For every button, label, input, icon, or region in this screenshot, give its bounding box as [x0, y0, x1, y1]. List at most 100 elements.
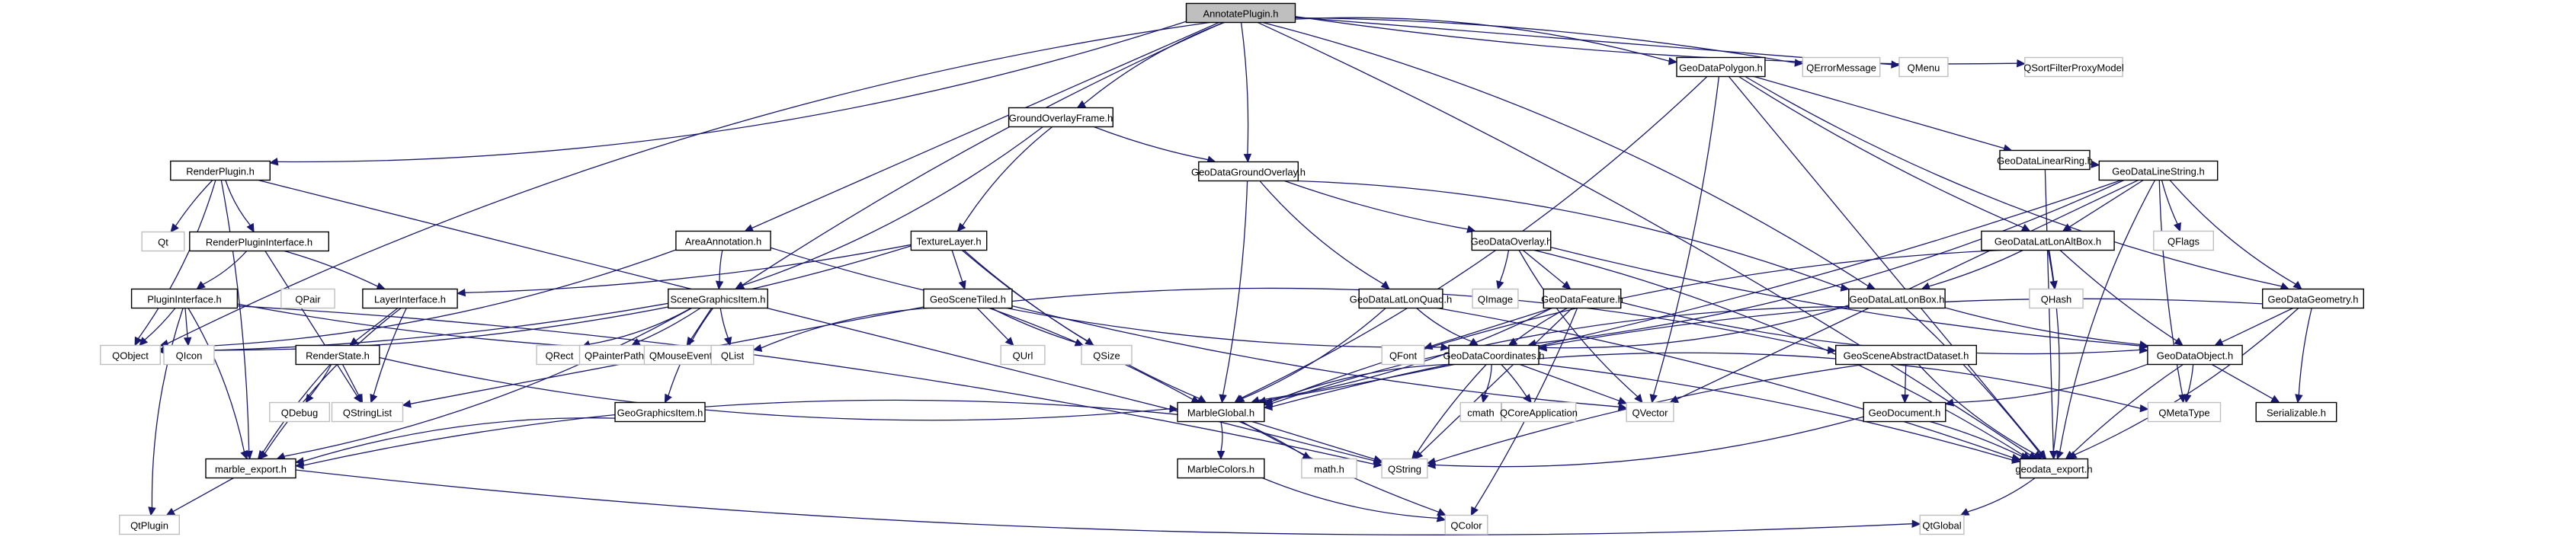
arrowhead-qcolor [1436, 514, 1447, 522]
arrowhead-ground-overlay-frame [1076, 100, 1087, 109]
arrowhead-geo-data-object [2139, 346, 2149, 354]
node-marble-colors[interactable]: MarbleColors.h [1177, 458, 1265, 479]
node-box [1358, 288, 1443, 309]
edge-geo-data-lat-lon-alt-box-to-geo-data-object [2059, 250, 2177, 341]
edge-geo-scene-tiled-to-qurl [976, 308, 1009, 340]
node-render-plugin[interactable]: RenderPlugin.h [170, 160, 271, 181]
node-qerror-message: QErrorMessage [1802, 56, 1881, 78]
node-box [1177, 458, 1265, 479]
arrowhead-geodata-export [2033, 450, 2043, 460]
node-box [1999, 149, 2091, 171]
node-label: GeoDataGroundOverlay.h [1191, 167, 1306, 178]
node-serializable[interactable]: Serializable.h [2255, 401, 2337, 423]
arrowhead-geo-data-object [2139, 340, 2149, 349]
arrowhead-geo-data-geometry [2280, 282, 2290, 290]
node-box [2024, 56, 2123, 78]
node-geo-data-coordinates[interactable]: GeoDataCoordinates.h [1443, 344, 1545, 366]
node-geo-scene-abstract-dataset[interactable]: GeoSceneAbstractDataset.h [1834, 344, 1977, 366]
edge-annotate-plugin-to-scene-graphics-item [742, 21, 1224, 286]
arrowhead-scene-graphics-item [735, 281, 745, 290]
node-qfont: QFont [1381, 344, 1425, 366]
edge-geo-data-lat-lon-box-to-marble-global [1271, 305, 1849, 404]
arrowhead-marble-global [1219, 394, 1227, 404]
node-layer-interface[interactable]: LayerInterface.h [362, 288, 458, 309]
node-marble-global[interactable]: MarbleGlobal.h [1177, 401, 1265, 423]
edge-geo-scene-abstract-dataset-to-geo-document [1904, 364, 1907, 395]
node-geo-data-lat-lon-alt-box[interactable]: GeoDataLatLonAltBox.h [1981, 230, 2115, 251]
edge-geo-data-coordinates-to-qvector [1519, 363, 1620, 401]
edge-plugin-interface-to-qobject [144, 308, 176, 340]
arrowhead-qvector [1617, 402, 1628, 411]
node-box [1008, 107, 1113, 128]
arrowhead-qvector [1669, 395, 1680, 404]
node-box [189, 231, 330, 252]
node-label: RenderPlugin.h [186, 166, 255, 177]
node-render-plugin-interface[interactable]: RenderPluginInterface.h [189, 231, 330, 252]
edge-geo-data-ground-overlay-to-geo-data-lat-lon-quad [1259, 181, 1384, 285]
node-geo-data-ground-overlay[interactable]: GeoDataGroundOverlay.h [1191, 161, 1306, 182]
node-geo-data-lat-lon-quad[interactable]: GeoDataLatLonQuad.h [1350, 288, 1452, 309]
node-box [1459, 401, 1502, 423]
node-geo-graphics-item[interactable]: GeoGraphicsItem.h [614, 401, 706, 423]
node-geo-scene-tiled[interactable]: GeoSceneTiled.h [923, 288, 1013, 309]
node-label: QCoreApplication [1500, 407, 1578, 419]
node-box [675, 230, 771, 251]
node-box [2153, 230, 2215, 251]
node-geo-data-feature[interactable]: GeoDataFeature.h [1541, 288, 1623, 309]
node-box [1802, 56, 1881, 78]
node-label: marble_export.h [215, 464, 287, 475]
node-geo-data-overlay[interactable]: GeoDataOverlay.h [1471, 230, 1552, 251]
node-label: QtGlobal [1922, 520, 1961, 532]
node-qcolor: QColor [1444, 514, 1488, 535]
arrowhead-geo-data-geometry [2292, 280, 2302, 290]
node-box [1198, 161, 1299, 182]
arrowhead-geo-data-object [2174, 337, 2184, 347]
node-box [710, 344, 755, 366]
arrowhead-qmeta-type [2184, 394, 2192, 404]
edge-texture-layer-to-qobject [168, 245, 912, 351]
arrowhead-marble-global [1197, 395, 1207, 404]
node-qsort-filter-proxy-model: QSortFilterProxyModel [2023, 56, 2124, 78]
node-scene-graphics-item[interactable]: SceneGraphicsItem.h [668, 288, 768, 309]
arrowhead-geodata-export [2011, 455, 2021, 465]
node-geo-data-line-string[interactable]: GeoDataLineString.h [2098, 160, 2219, 181]
node-box [130, 288, 239, 309]
node-box [2261, 288, 2364, 309]
node-label: QFlags [2167, 236, 2200, 248]
edge-area-annotation-to-geo-data-coordinates [770, 247, 1442, 348]
node-geo-document[interactable]: GeoDocument.h [1863, 401, 1946, 423]
node-texture-layer[interactable]: TextureLayer.h [910, 230, 988, 251]
edge-geo-document-to-geodata-export [1929, 420, 2022, 457]
node-geo-data-polygon[interactable]: GeoDataPolygon.h [1676, 56, 1766, 78]
edge-geo-data-lat-lon-quad-to-geo-data-coordinates [1416, 308, 1472, 342]
edge-marble-colors-to-qcolor [1262, 477, 1438, 519]
node-plugin-interface[interactable]: PluginInterface.h [130, 288, 239, 309]
node-ground-overlay-frame[interactable]: GroundOverlayFrame.h [1008, 107, 1113, 128]
node-geo-data-linear-ring[interactable]: GeoDataLinearRing.h [1997, 149, 2093, 171]
node-area-annotation[interactable]: AreaAnnotation.h [675, 230, 771, 251]
node-label: TextureLayer.h [916, 236, 981, 248]
node-marble-export[interactable]: marble_export.h [205, 458, 296, 479]
node-box [100, 344, 162, 366]
node-annotate-plugin[interactable]: AnnotatePlugin.h [1185, 2, 1296, 24]
node-qpair: QPair [280, 288, 335, 309]
edge-geo-data-line-string-to-geo-data-lat-lon-alt-box [2068, 179, 2144, 228]
edge-geo-data-ground-overlay-to-geo-data-lat-lon-box [1296, 180, 1842, 289]
node-label: QVector [1632, 407, 1669, 419]
edge-scene-graphics-item-to-marble-export [284, 307, 692, 457]
node-geo-data-lat-lon-box[interactable]: GeoDataLatLonBox.h [1848, 288, 1946, 309]
node-geo-data-geometry[interactable]: GeoDataGeometry.h [2261, 288, 2364, 309]
node-qdebug: QDebug [269, 401, 330, 423]
node-label: GeoDataLineString.h [2112, 166, 2204, 177]
node-qpainter-path: QPainterPath [578, 344, 650, 366]
node-box [170, 160, 271, 181]
node-qmouse-event: QMouseEvent [643, 344, 718, 366]
node-geodata-export[interactable]: geodata_export.h [2015, 458, 2093, 479]
edge-render-state-to-qstring-list [341, 364, 360, 396]
node-qcore-application: QCoreApplication [1500, 401, 1578, 423]
node-geo-data-object[interactable]: GeoDataObject.h [2147, 344, 2243, 366]
arrowhead-geo-data-object [2214, 338, 2224, 347]
node-box [2098, 160, 2219, 181]
node-render-state[interactable]: RenderState.h [295, 344, 380, 366]
arrowhead-qt-plugin [148, 506, 156, 516]
